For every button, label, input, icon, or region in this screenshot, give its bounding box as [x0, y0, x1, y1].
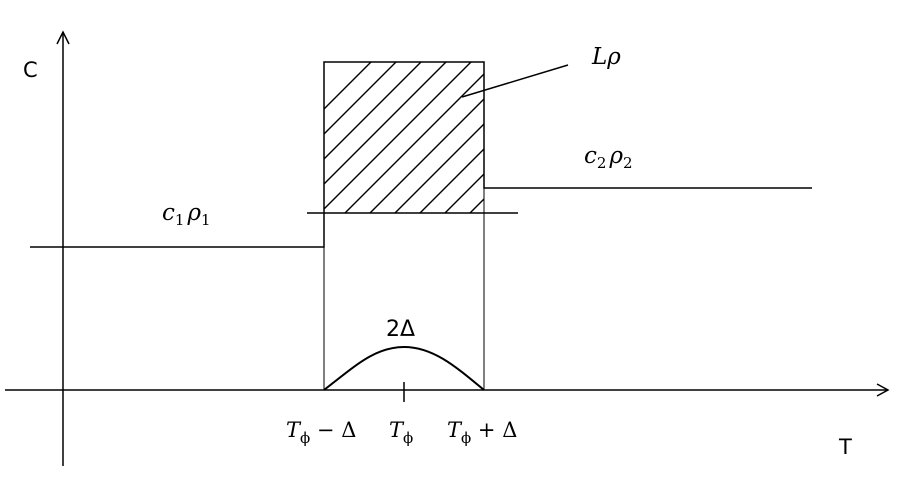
heat-capacity-curve	[30, 61, 812, 248]
y-axis-label: C	[23, 58, 38, 82]
tick-label-center: Tϕ	[389, 418, 413, 447]
x-axis-label: T	[838, 435, 852, 459]
delta-bump-curve	[323, 345, 485, 391]
width-label: 2Δ	[386, 317, 415, 342]
latent-heat-leader	[461, 64, 569, 98]
tick-label-right: Tϕ + Δ	[447, 418, 517, 447]
x-axis-arrow	[876, 383, 890, 397]
latent-heat-hatching	[324, 62, 484, 213]
latent-heat-label: Lρ	[591, 44, 621, 70]
y-axis-arrow	[56, 30, 70, 45]
tick-label-left: Tϕ − Δ	[286, 418, 356, 447]
